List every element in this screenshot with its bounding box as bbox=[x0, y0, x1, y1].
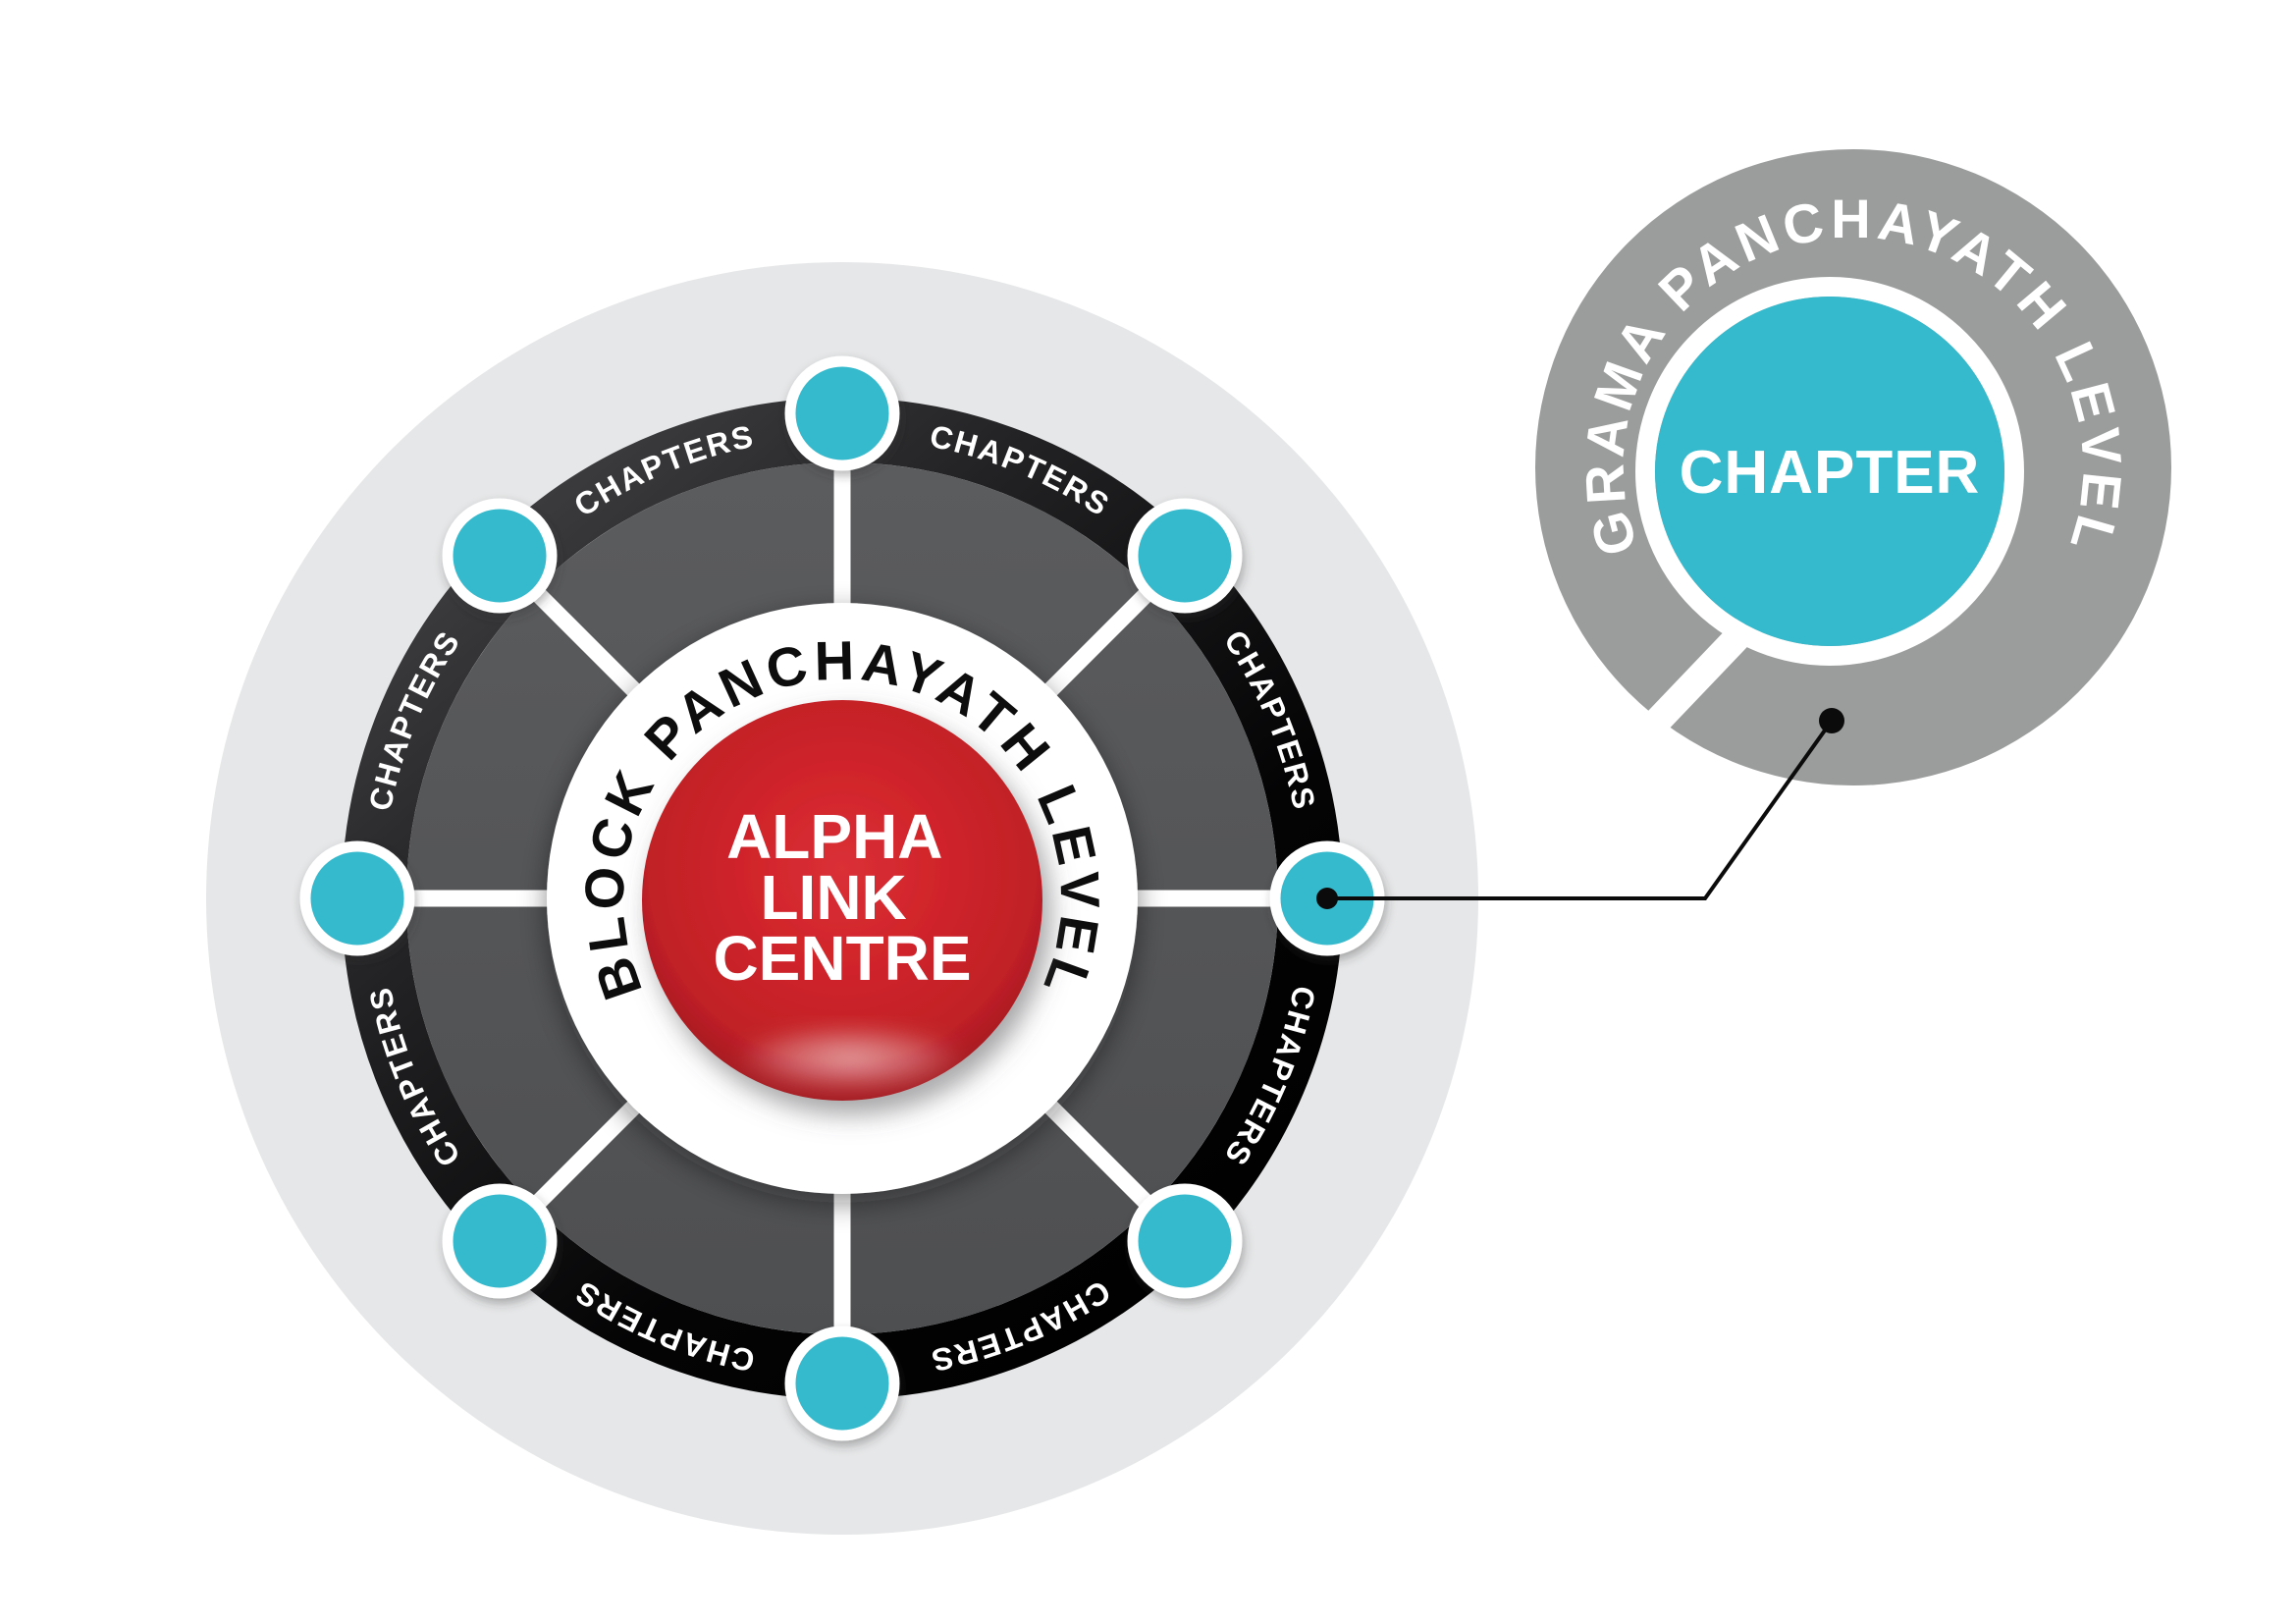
chapter-node-bottom bbox=[784, 1326, 900, 1441]
connector-start-dot bbox=[1316, 888, 1338, 909]
hub-label: ALPHA LINK CENTRE bbox=[713, 801, 971, 994]
connector-end-dot bbox=[1819, 708, 1844, 733]
chapter-node-upper-left bbox=[442, 498, 558, 614]
chapter-zoom-label: CHAPTER bbox=[1680, 439, 1981, 507]
hub-label-line3: CENTRE bbox=[713, 923, 971, 994]
chapter-node-top bbox=[784, 355, 900, 471]
alpha-link-centre-button bbox=[642, 700, 1042, 1101]
hub-label-line1: ALPHA bbox=[726, 801, 941, 872]
grama-panchayath-figure: CHAPTER GRAMA PANCHAYATH LEVEL bbox=[1535, 149, 2171, 799]
hub-label-line2: LINK bbox=[760, 862, 906, 933]
chapter-node-left bbox=[299, 840, 415, 956]
gloss-highlight bbox=[734, 1023, 966, 1094]
chapter-node-lower-left bbox=[442, 1183, 558, 1299]
chapter-zoom-circle bbox=[1655, 297, 2004, 646]
chapter-node-lower-right bbox=[1127, 1183, 1243, 1299]
notch-wedge bbox=[1581, 605, 1770, 799]
connector-line bbox=[1327, 719, 1834, 900]
chapter-node-upper-right bbox=[1127, 498, 1243, 614]
chapter-node-ring bbox=[1635, 277, 2024, 666]
zoom-connector bbox=[1316, 708, 1844, 909]
block-panchayath-figure: CHAPTERS CHAPTERS CHAPTERS CHAPTERS CHAP… bbox=[206, 262, 1478, 1535]
